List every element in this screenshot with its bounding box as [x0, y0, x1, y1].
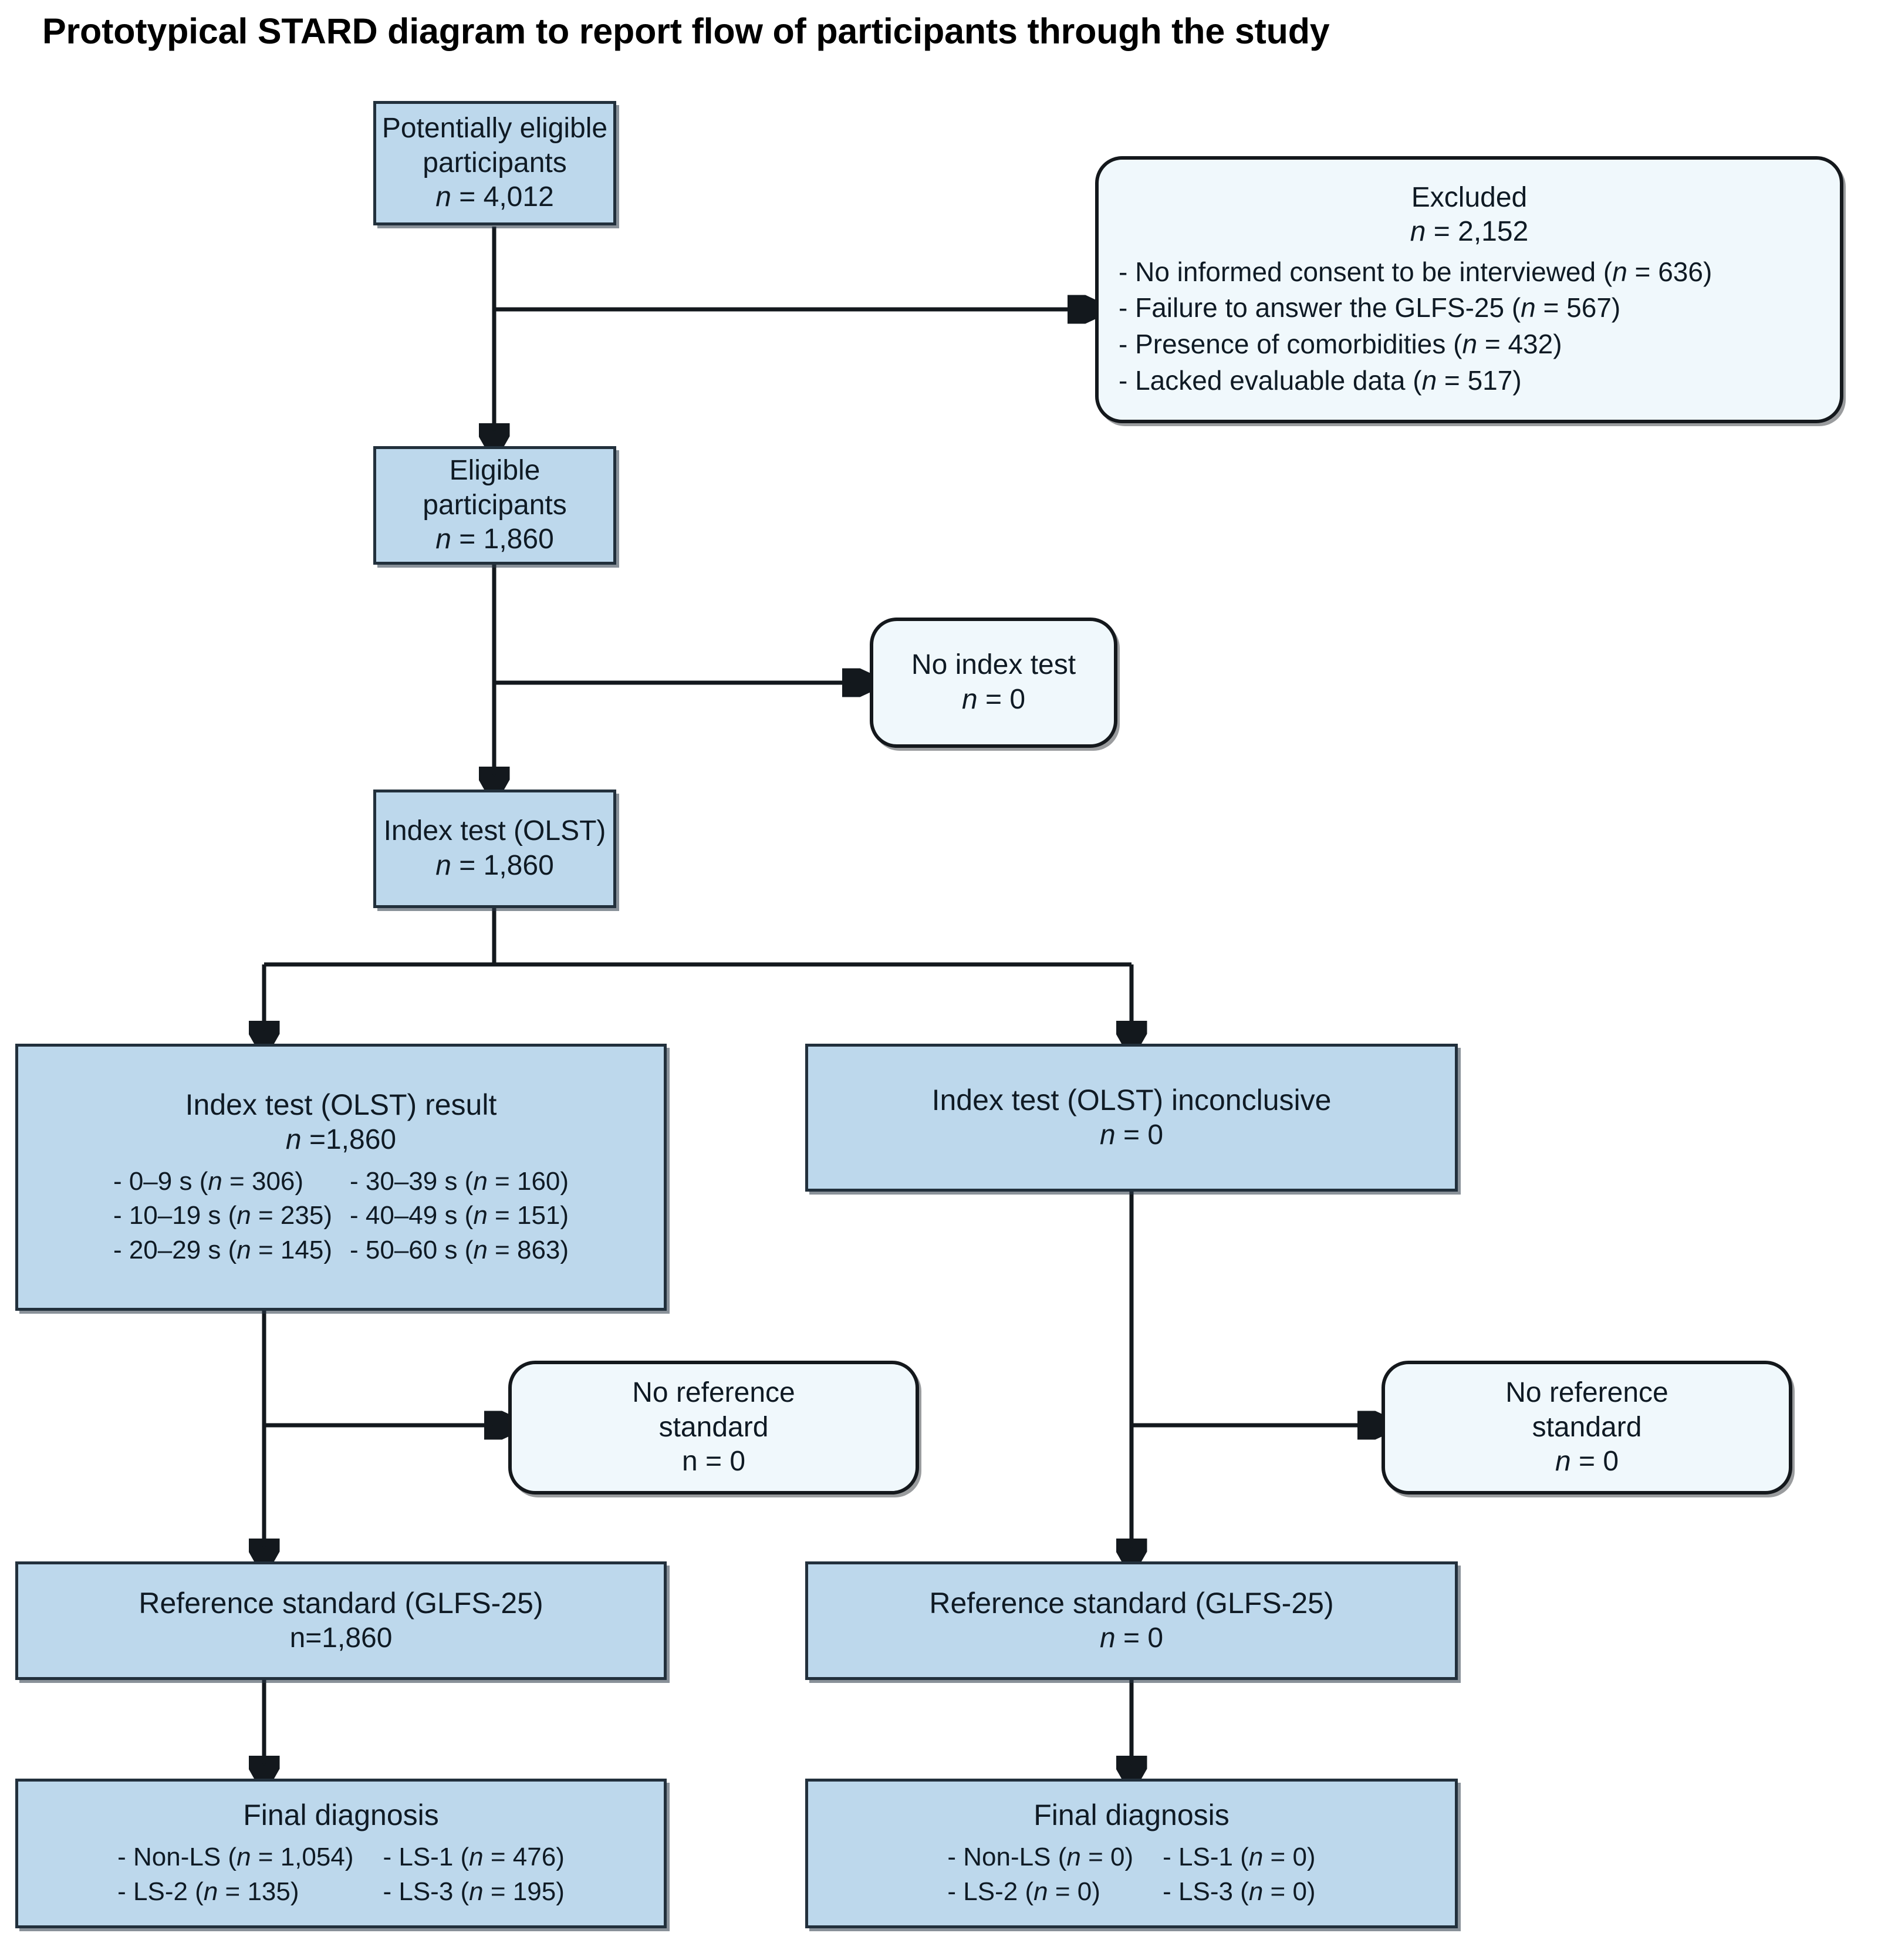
node-title: Eligible participants [423, 455, 567, 521]
node-final-diagnosis-right: Final diagnosis - Non-LS (n = 0) - LS-2 … [805, 1779, 1458, 1928]
node-count: n =1,860 [285, 1124, 397, 1155]
node-title-line1: No reference [632, 1377, 795, 1409]
figure-title: Prototypical STARD diagram to report flo… [42, 11, 1330, 51]
node-title-line2: standard [1532, 1411, 1642, 1443]
list-item: - Failure to answer the GLFS-25 (n = 567… [1119, 292, 1621, 323]
list-item: - 40–49 s (n = 151) [350, 1201, 569, 1230]
node-reference-standard-right: Reference standard (GLFS-25) n = 0 [805, 1561, 1458, 1680]
node-final-diagnosis-left: Final diagnosis - Non-LS (n = 1,054) - L… [15, 1779, 667, 1928]
node-count: n = 0 [1555, 1446, 1619, 1477]
breakdown-column-left: - Non-LS (n = 0) - LS-2 (n = 0) [947, 1840, 1133, 1909]
node-count: n = 0 [681, 1446, 746, 1477]
node-count: n=1,860 [289, 1622, 393, 1654]
list-item: - 20–29 s (n = 145) [113, 1235, 332, 1264]
breakdown-column-left: - 0–9 s (n = 306) - 10–19 s (n = 235) - … [113, 1165, 332, 1268]
list-item: - Presence of comorbidities (n = 432) [1119, 329, 1562, 360]
node-no-reference-standard-right: No reference standard n = 0 [1382, 1361, 1792, 1495]
breakdown-column-right: - 30–39 s (n = 160) - 40–49 s (n = 151) … [350, 1165, 569, 1268]
node-index-test: Index test (OLST) n = 1,860 [373, 790, 616, 908]
list-item: - LS-1 (n = 476) [383, 1843, 565, 1872]
node-title: Index test (OLST) [383, 815, 606, 847]
node-count: n = 1,860 [435, 524, 554, 555]
node-title: Index test (OLST) result [185, 1088, 497, 1121]
node-eligible-participants: Eligible participants n = 1,860 [373, 446, 616, 565]
list-item: - LS-3 (n = 0) [1163, 1877, 1316, 1906]
node-title-line1: No reference [1505, 1377, 1668, 1409]
node-count: n = 4,012 [435, 181, 554, 213]
node-title: Potentially eligible participants [381, 113, 608, 178]
node-count: n = 0 [1099, 1622, 1164, 1654]
node-potentially-eligible: Potentially eligible participants n = 4,… [373, 101, 616, 225]
final-diagnosis-breakdown: - Non-LS (n = 1,054) - LS-2 (n = 135) - … [117, 1840, 565, 1909]
node-reference-standard-left: Reference standard (GLFS-25) n=1,860 [15, 1561, 667, 1680]
node-title-line2: standard [658, 1411, 769, 1443]
node-count: n = 1,860 [435, 850, 554, 881]
node-title: Reference standard (GLFS-25) [139, 1587, 543, 1620]
list-item: - Non-LS (n = 1,054) [117, 1843, 354, 1872]
list-item: - Lacked evaluable data (n = 517) [1119, 365, 1522, 396]
node-index-test-result: Index test (OLST) result n =1,860 - 0–9 … [15, 1044, 667, 1311]
node-title: Excluded [1411, 181, 1528, 213]
list-item: - 10–19 s (n = 235) [113, 1201, 332, 1230]
node-count: n = 0 [1099, 1119, 1164, 1151]
list-item: - No informed consent to be interviewed … [1119, 256, 1713, 287]
node-title: Reference standard (GLFS-25) [929, 1587, 1334, 1620]
node-no-index-test: No index test n = 0 [870, 618, 1117, 748]
node-index-test-inconclusive: Index test (OLST) inconclusive n = 0 [805, 1044, 1458, 1192]
list-item: - 0–9 s (n = 306) [113, 1166, 304, 1196]
list-item: - LS-1 (n = 0) [1163, 1843, 1316, 1872]
node-title: Final diagnosis [1033, 1799, 1230, 1832]
list-item: - 50–60 s (n = 863) [350, 1235, 569, 1264]
node-no-reference-standard-left: No reference standard n = 0 [508, 1361, 919, 1495]
breakdown-column-right: - LS-1 (n = 0) - LS-3 (n = 0) [1163, 1840, 1315, 1909]
breakdown-column-right: - LS-1 (n = 476) - LS-3 (n = 195) [383, 1840, 564, 1909]
excluded-reason-list: - No informed consent to be interviewed … [1099, 254, 1712, 399]
node-excluded: Excluded n = 2,152 - No informed consent… [1095, 156, 1843, 423]
node-title: No index test [911, 649, 1076, 681]
breakdown-column-left: - Non-LS (n = 1,054) - LS-2 (n = 135) [117, 1840, 353, 1909]
index-result-breakdown: - 0–9 s (n = 306) - 10–19 s (n = 235) - … [113, 1165, 569, 1268]
final-diagnosis-breakdown: - Non-LS (n = 0) - LS-2 (n = 0) - LS-1 (… [947, 1840, 1315, 1909]
node-count: n = 2,152 [1410, 216, 1529, 248]
node-title: Index test (OLST) inconclusive [931, 1084, 1332, 1117]
list-item: - LS-3 (n = 195) [383, 1877, 565, 1906]
node-title: Final diagnosis [243, 1799, 439, 1832]
node-count: n = 0 [961, 684, 1026, 715]
list-item: - 30–39 s (n = 160) [350, 1166, 569, 1196]
list-item: - Non-LS (n = 0) [947, 1843, 1134, 1872]
list-item: - LS-2 (n = 135) [117, 1877, 299, 1906]
list-item: - LS-2 (n = 0) [947, 1877, 1100, 1906]
